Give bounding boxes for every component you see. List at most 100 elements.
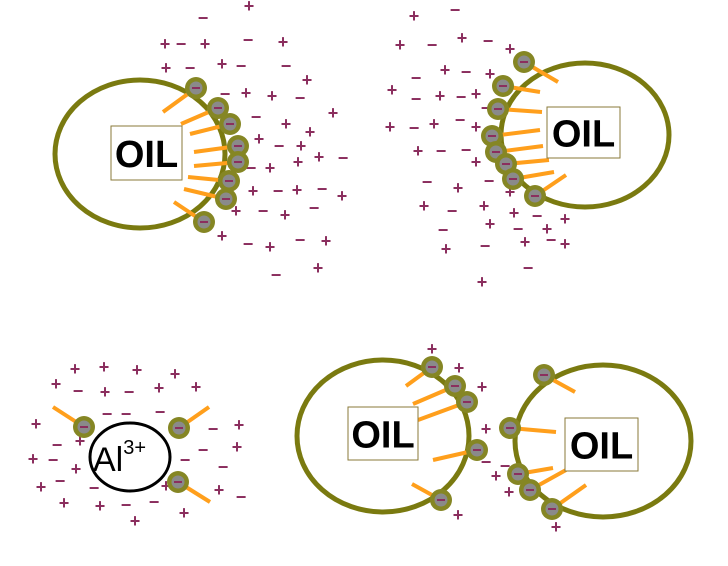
surfactant-head [513, 51, 535, 73]
negative-charge: − [243, 234, 254, 254]
positive-charge: + [509, 203, 520, 223]
oil-label-box: OIL [347, 406, 419, 461]
positive-charge: + [31, 414, 42, 434]
positive-charge: + [429, 114, 440, 134]
surfactant-head [219, 113, 241, 135]
surfactant-head [519, 479, 541, 501]
positive-charge: + [321, 231, 332, 251]
negative-charge: − [185, 58, 196, 78]
negative-charge: − [102, 404, 113, 424]
negative-charge: − [52, 435, 63, 455]
positive-charge: + [95, 496, 106, 516]
positive-charge: + [280, 205, 291, 225]
negative-charge: − [236, 56, 247, 76]
aluminum-ion: Al3+ [88, 421, 172, 493]
negative-charge: − [243, 30, 254, 50]
positive-charge: + [130, 511, 141, 531]
positive-charge: + [217, 226, 228, 246]
positive-charge: + [100, 382, 111, 402]
negative-charge: − [411, 68, 422, 88]
oil-label: OIL [552, 114, 615, 156]
negative-charge: − [523, 258, 534, 278]
positive-charge: + [200, 34, 211, 54]
negative-charge: − [281, 56, 292, 76]
positive-charge: + [161, 58, 172, 78]
positive-charge: + [99, 357, 110, 377]
positive-charge: + [36, 477, 47, 497]
positive-charge: + [385, 117, 396, 137]
negative-charge: − [295, 230, 306, 250]
surfactant-head [167, 471, 189, 493]
positive-charge: + [328, 103, 339, 123]
positive-charge: + [427, 339, 438, 359]
negative-charge: − [500, 456, 511, 476]
surfactant-head [215, 188, 237, 210]
positive-charge: + [265, 237, 276, 257]
positive-charge: + [419, 196, 430, 216]
negative-charge: − [198, 440, 209, 460]
negative-charge: − [258, 201, 269, 221]
positive-charge: + [560, 209, 571, 229]
ion-label: Al3+ [93, 437, 146, 479]
oil-label: OIL [351, 415, 414, 457]
surfactant-head [502, 168, 524, 190]
surfactant-head [499, 417, 521, 439]
positive-charge: + [542, 219, 553, 239]
positive-charge: + [278, 32, 289, 52]
negative-charge: − [484, 171, 495, 191]
surfactant-head [227, 151, 249, 173]
negative-charge: − [450, 0, 461, 20]
positive-charge: + [413, 141, 424, 161]
positive-charge: + [75, 431, 86, 451]
negative-charge: − [481, 452, 492, 472]
positive-charge: + [302, 70, 313, 90]
surfactant-head [73, 416, 95, 438]
oil-label: OIL [570, 426, 633, 468]
negative-charge: − [55, 471, 66, 491]
oil-label: OIL [115, 134, 178, 176]
positive-charge: + [505, 182, 516, 202]
surfactant-head [218, 170, 240, 192]
positive-charge: + [232, 437, 243, 457]
positive-charge: + [504, 482, 515, 502]
oil-droplet-outline [294, 357, 472, 515]
negative-charge: − [246, 158, 257, 178]
negative-charge: − [124, 382, 135, 402]
negative-charge: − [121, 495, 132, 515]
negative-charge: − [455, 110, 466, 130]
positive-charge: + [471, 84, 482, 104]
negative-charge: − [180, 450, 191, 470]
positive-charge: + [313, 258, 324, 278]
negative-charge: − [48, 450, 59, 470]
surfactant-head [507, 463, 529, 485]
positive-charge: + [485, 64, 496, 84]
negative-charge: − [427, 35, 438, 55]
negative-charge: − [155, 402, 166, 422]
surfactant-head [487, 98, 509, 120]
positive-charge: + [457, 28, 468, 48]
positive-charge: + [132, 360, 143, 380]
positive-charge: + [59, 493, 70, 513]
positive-charge: + [454, 358, 465, 378]
negative-charge: − [411, 89, 422, 109]
positive-charge: + [387, 80, 398, 100]
negative-charge: − [176, 34, 187, 54]
positive-charge: + [551, 517, 562, 537]
negative-charge: − [422, 172, 433, 192]
positive-charge: + [170, 364, 181, 384]
positive-charge: + [248, 181, 259, 201]
oil-droplet-outline [52, 77, 228, 231]
oil-label-box: OIL [564, 417, 639, 472]
positive-charge: + [520, 232, 531, 252]
positive-charge: + [409, 6, 420, 26]
positive-charge: + [435, 86, 446, 106]
negative-charge: − [89, 478, 100, 498]
positive-charge: + [292, 180, 303, 200]
positive-charge: + [160, 34, 171, 54]
positive-charge: + [481, 419, 492, 439]
negative-charge: − [236, 487, 247, 507]
positive-charge: + [254, 129, 265, 149]
negative-charge: − [220, 84, 231, 104]
positive-charge: + [453, 505, 464, 525]
